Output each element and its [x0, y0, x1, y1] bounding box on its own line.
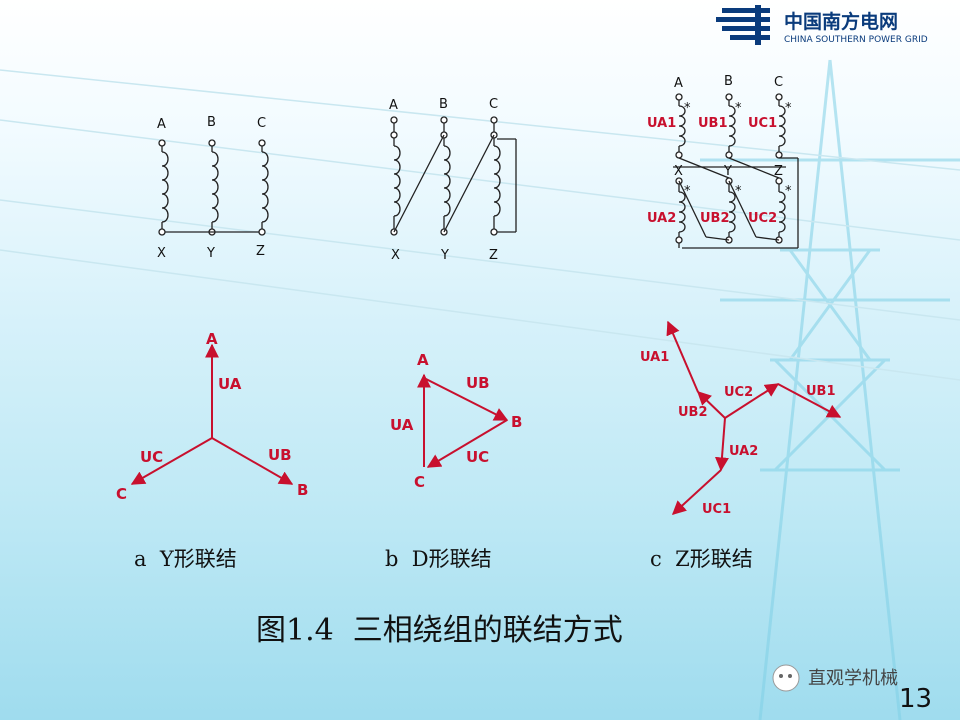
pc-ub1: UB1: [806, 384, 836, 399]
watermark-text: 直观学机械: [808, 668, 898, 689]
c-star-upper-a: *: [684, 101, 691, 116]
phasor-c-zigzag: [666, 320, 842, 515]
c-star-lower-b: *: [735, 184, 742, 199]
diagram-a-y-winding: [158, 139, 269, 236]
pb-ub: UB: [466, 374, 490, 392]
b-terminal-x: X: [391, 248, 400, 263]
pa-ua: UA: [218, 375, 242, 393]
a-terminal-z: Z: [256, 244, 265, 259]
c-star-upper-c: *: [785, 101, 792, 116]
c-terminal-z: Z: [774, 164, 783, 179]
c-voltage-ub2: UB2: [700, 211, 730, 226]
pc-ua1: UA1: [640, 350, 669, 365]
pc-ua2: UA2: [729, 444, 758, 459]
company-logo: 中国南方电网 CHINA SOUTHERN POWER GRID: [716, 5, 928, 45]
phasor-a-star: [130, 343, 294, 485]
pc-uc2: UC2: [724, 385, 753, 400]
c-terminal-b: B: [724, 74, 733, 89]
b-terminal-c: C: [489, 97, 498, 112]
pb-node-c: C: [414, 473, 425, 491]
logo-mark-icon: [716, 5, 770, 45]
logo-name-cn: 中国南方电网: [784, 10, 898, 33]
wechat-icon: [772, 664, 800, 692]
caption-b: b D形联结: [385, 547, 492, 571]
pa-node-c: C: [116, 485, 127, 503]
a-terminal-a: A: [157, 117, 166, 132]
caption-a: a Y形联结: [134, 547, 237, 571]
a-terminal-y: Y: [206, 246, 215, 261]
c-star-lower-a: *: [684, 184, 691, 199]
c-terminal-y: Y: [723, 164, 732, 179]
a-terminal-c: C: [257, 116, 266, 131]
pa-ub: UB: [268, 446, 292, 464]
diagram-b-delta-winding: [390, 116, 517, 236]
c-voltage-uc1: UC1: [748, 116, 777, 131]
pb-node-a: A: [417, 351, 429, 369]
page-number: 13: [899, 684, 932, 714]
watermark: 直观学机械: [772, 664, 898, 692]
caption-c: c Z形联结: [650, 547, 753, 571]
b-terminal-z: Z: [489, 248, 498, 263]
pb-node-b: B: [511, 413, 522, 431]
pc-uc1: UC1: [702, 502, 731, 517]
diagram-c-zigzag-winding: [673, 93, 799, 249]
pb-uc: UC: [466, 448, 489, 466]
c-terminal-a: A: [674, 76, 683, 91]
a-terminal-b: B: [207, 115, 216, 130]
c-terminal-c: C: [774, 75, 783, 90]
a-terminal-x: X: [157, 246, 166, 261]
c-voltage-uc2: UC2: [748, 211, 777, 226]
figure-title: 图1.4 三相绕组的联结方式: [256, 613, 623, 648]
b-terminal-b: B: [439, 97, 448, 112]
transmission-lines-background: [0, 69, 960, 381]
c-voltage-ua2: UA2: [647, 211, 676, 226]
b-terminal-y: Y: [440, 248, 449, 263]
logo-name-en: CHINA SOUTHERN POWER GRID: [784, 35, 928, 45]
c-terminal-x: X: [674, 164, 683, 179]
pa-node-b: B: [297, 481, 308, 499]
c-star-upper-b: *: [735, 101, 742, 116]
phasor-b-delta: [417, 373, 509, 468]
pa-node-a: A: [206, 330, 218, 348]
c-voltage-ub1: UB1: [698, 116, 728, 131]
c-star-lower-c: *: [785, 184, 792, 199]
power-pylon-background: [700, 59, 960, 720]
pc-ub2: UB2: [678, 405, 708, 420]
c-voltage-ua1: UA1: [647, 116, 676, 131]
pb-ua: UA: [390, 416, 414, 434]
pa-uc: UC: [140, 448, 163, 466]
b-terminal-a: A: [389, 98, 398, 113]
